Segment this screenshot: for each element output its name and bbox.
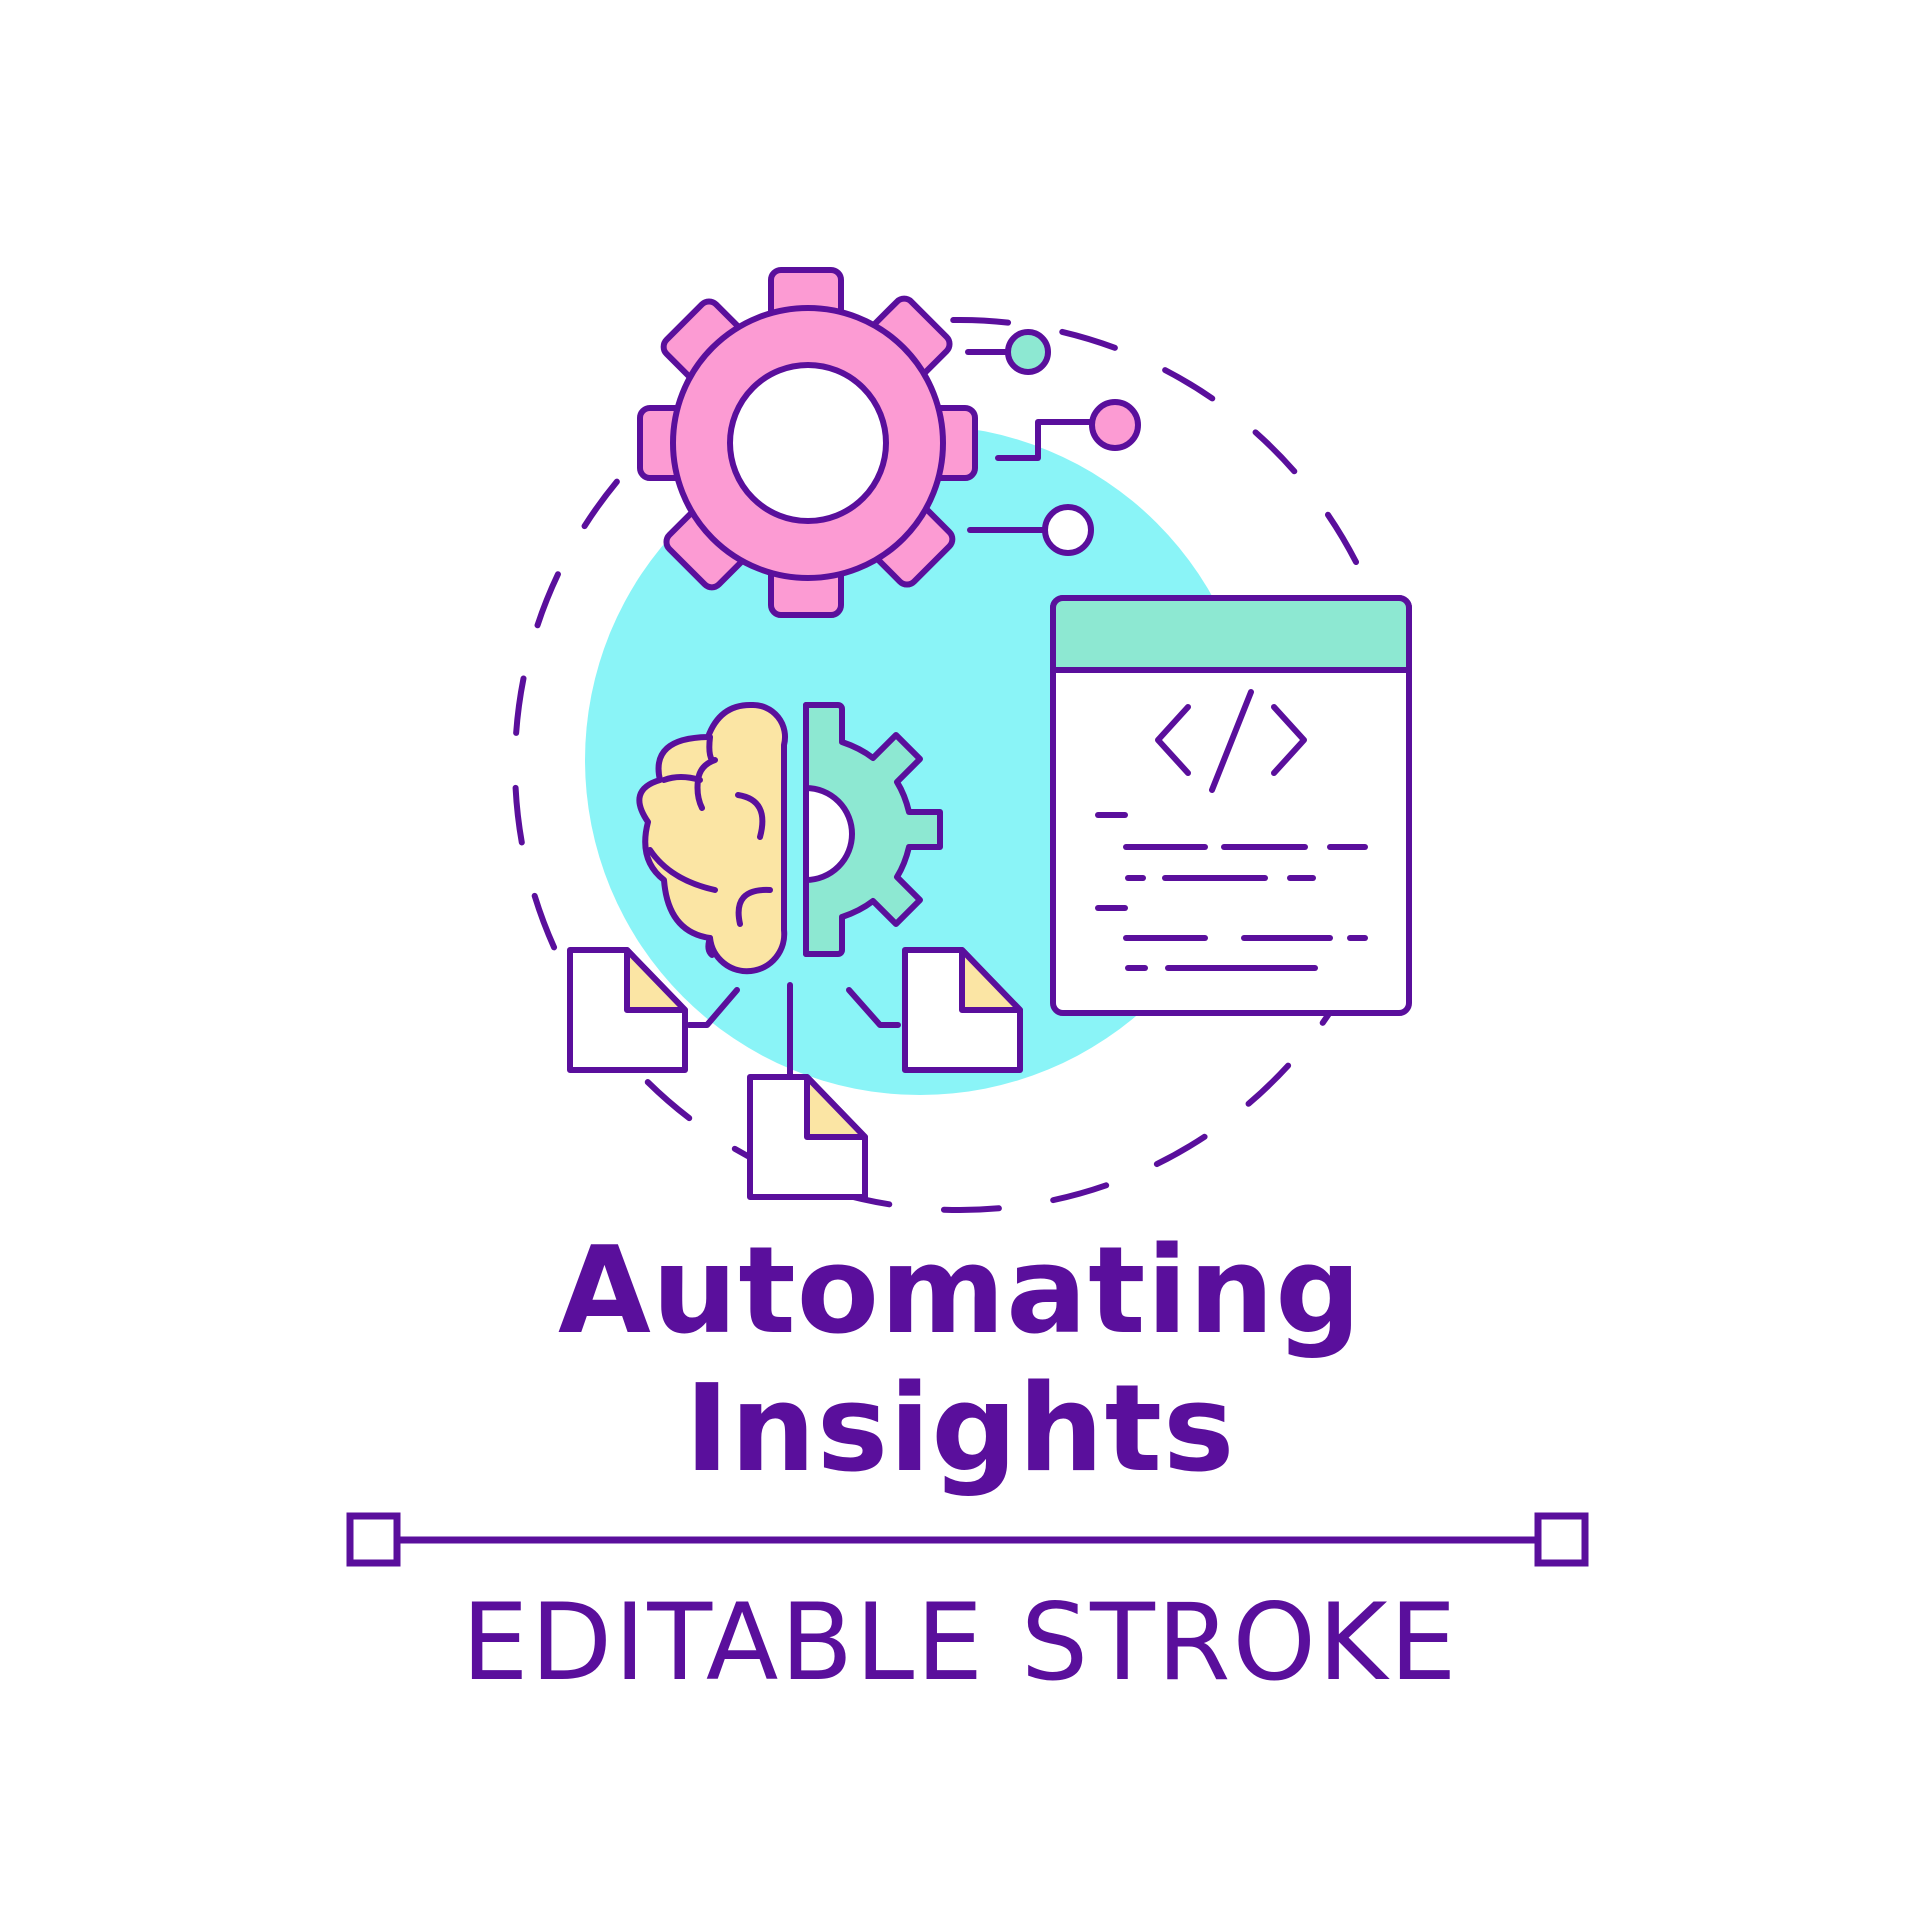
divider-handle-right xyxy=(1534,1512,1589,1567)
document-icon xyxy=(567,947,1023,1200)
connector-node-icon xyxy=(965,329,1141,556)
title-line-1: Automating xyxy=(558,1222,1362,1361)
gear-icon xyxy=(637,267,978,618)
title-line-2: Insights xyxy=(684,1360,1236,1499)
document-connectors xyxy=(686,982,901,1083)
automating-insights-illustration xyxy=(512,267,1412,1213)
caption: EDITABLE STROKE xyxy=(461,1581,1459,1704)
divider-line xyxy=(346,1512,1589,1567)
code-window-icon xyxy=(1050,595,1412,1016)
divider-handle-left xyxy=(346,1512,401,1567)
brain-gear-icon xyxy=(636,701,943,975)
